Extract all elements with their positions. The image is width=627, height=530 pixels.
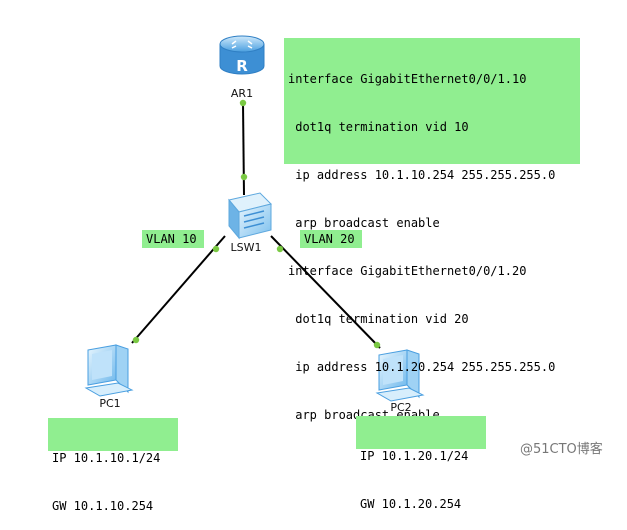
- pc2-gateway: GW 10.1.20.254: [360, 497, 462, 511]
- port-dot: [212, 245, 220, 253]
- pc1-label: PC1: [99, 397, 121, 410]
- router-icon[interactable]: R: [219, 35, 265, 75]
- link-lsw1-pc1: [131, 235, 226, 344]
- switch-label: LSW1: [230, 241, 262, 254]
- port-dot: [239, 99, 247, 107]
- config-line: interface GigabitEthernet0/0/1.10: [288, 72, 527, 86]
- config-line: ip address 10.1.20.254 255.255.255.0: [288, 360, 556, 374]
- switch-icon[interactable]: [228, 192, 272, 240]
- pc2-label: PC2: [390, 401, 412, 414]
- config-line: dot1q termination vid 20: [288, 312, 469, 326]
- port-dot: [240, 173, 248, 181]
- link-ar1-lsw1: [242, 102, 245, 196]
- link-lsw1-pc2: [270, 235, 381, 349]
- svg-text:R: R: [236, 57, 248, 75]
- pc2-ip: IP 10.1.20.1/24: [360, 449, 469, 463]
- pc-icon[interactable]: [84, 344, 134, 397]
- config-line: interface GigabitEthernet0/0/1.20: [288, 264, 527, 278]
- pc-icon[interactable]: [375, 349, 425, 402]
- pc1-ip: IP 10.1.10.1/24: [52, 451, 161, 465]
- config-line: ip address 10.1.10.254 255.255.255.0: [288, 168, 556, 182]
- router-config-note: interface GigabitEthernet0/0/1.10 dot1q …: [284, 38, 580, 422]
- config-line: arp broadcast enable: [288, 216, 440, 230]
- vlan10-note: VLAN 10: [142, 230, 204, 248]
- port-dot: [276, 245, 284, 253]
- pc2-ip-note: IP 10.1.20.1/24 GW 10.1.20.254: [356, 416, 486, 511]
- port-dot: [373, 341, 381, 349]
- pc1-ip-note: IP 10.1.10.1/24 GW 10.1.10.254: [48, 418, 178, 513]
- config-line: dot1q termination vid 10: [288, 120, 469, 134]
- vlan20-note: VLAN 20: [300, 230, 362, 248]
- router-label: AR1: [230, 87, 254, 100]
- watermark: @51CTO博客: [520, 442, 603, 457]
- port-dot: [132, 336, 140, 344]
- topology-canvas: R: [84, 35, 425, 402]
- pc1-gateway: GW 10.1.10.254: [52, 499, 154, 513]
